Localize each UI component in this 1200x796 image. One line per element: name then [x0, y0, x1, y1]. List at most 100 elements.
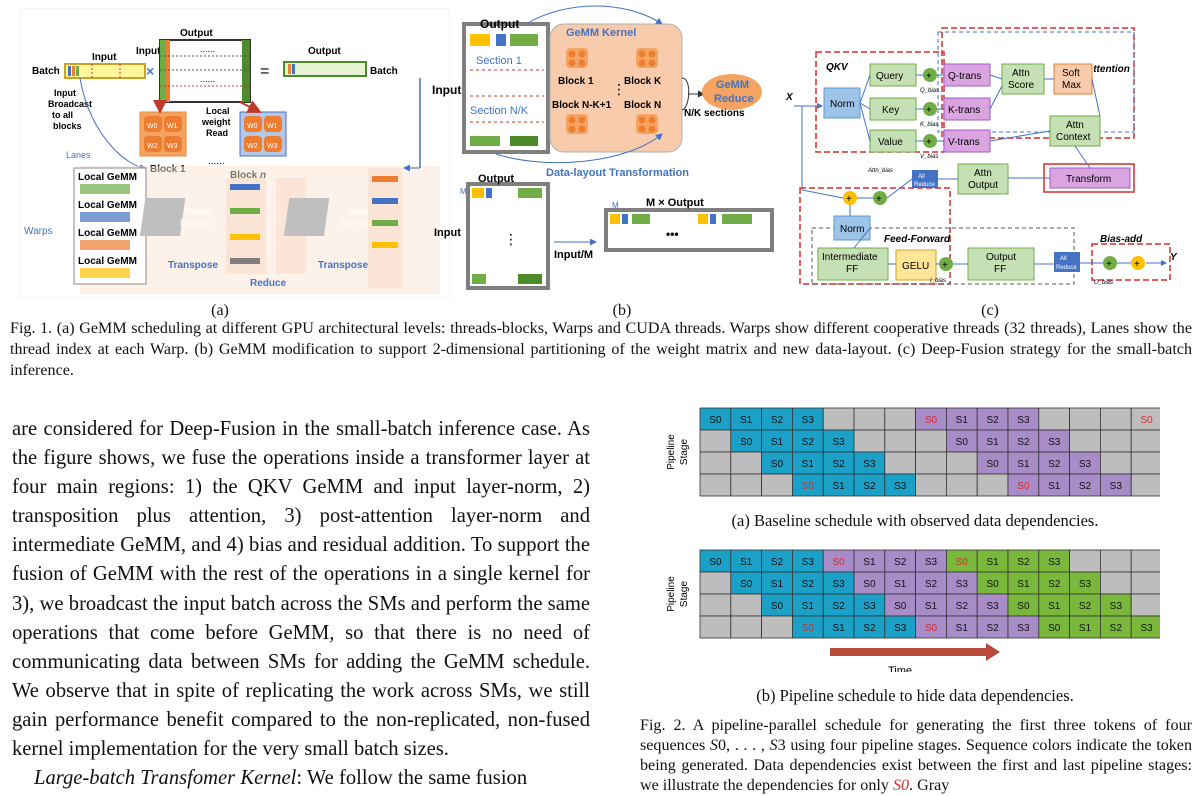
softmax-2: Max: [1062, 80, 1081, 91]
schedule-cell: [699, 429, 732, 453]
attn-context-2: Context: [1056, 132, 1091, 143]
schedule-cell: [884, 407, 917, 431]
schedule-cell-label: S1: [771, 579, 784, 590]
schedule-cell-label: S2: [1110, 623, 1123, 634]
schedule-cell-label: S0: [740, 579, 753, 590]
schedule-cell-label: S1: [802, 601, 815, 612]
schedule-cell-label: S3: [832, 579, 845, 590]
schedule-cell: [945, 451, 978, 475]
broadcast-line2: Broadcast: [48, 99, 92, 109]
schedule-cell-label: S1: [1048, 601, 1061, 612]
lwr-line1: Local: [206, 106, 230, 116]
schedule-cell: [1099, 549, 1132, 573]
weight-output-label: Output: [180, 28, 213, 39]
schedule-cell: [699, 473, 732, 497]
input-label: Input: [92, 52, 117, 63]
schedule-cell-label: S1: [1017, 579, 1030, 590]
schedule-cell-label: S0: [802, 481, 815, 492]
schedule-cell-label: S2: [894, 557, 907, 568]
schedule-cell: [1130, 571, 1160, 595]
outputff-1: Output: [986, 252, 1016, 263]
schedule-cell-label: S2: [986, 415, 999, 426]
schedule-cell-label: S0: [1017, 601, 1030, 612]
plus-v: +: [926, 137, 932, 148]
local-gemm-4: Local GeMM: [78, 256, 137, 267]
gelu: GELU: [902, 261, 929, 272]
schedule-cell-label: S3: [1140, 623, 1153, 634]
schedule-cell: [699, 615, 732, 639]
fig2-seq-first: S: [709, 737, 718, 754]
schedule-cell: [1069, 429, 1101, 453]
schedule-cell: [1038, 407, 1070, 431]
b-input: Input: [432, 83, 461, 97]
schedule-cell: [1130, 451, 1160, 475]
schedule-cell: [1099, 571, 1132, 595]
intermediate-1: Intermediate: [822, 252, 878, 263]
broadcast-line4: blocks: [53, 121, 82, 131]
b-input-2: Input: [434, 227, 461, 239]
schedule-cell: [1099, 407, 1132, 431]
schedule-cell: [1069, 549, 1101, 573]
schedule-cell: [1069, 407, 1101, 431]
schedule-cell-label: S1: [1048, 481, 1061, 492]
fig2-caption-suffix: . Gray: [909, 777, 950, 794]
schedule-cell-label: S0: [986, 459, 999, 470]
b-m-2: M: [612, 201, 619, 210]
schedule-cell-label: S1: [1017, 459, 1030, 470]
body-paragraph-2: Large-batch Transfomer Kernel: We follow…: [12, 764, 590, 793]
schedule-cell-label: S2: [802, 437, 815, 448]
fig2-seq-first-num: 0: [717, 737, 727, 754]
schedule-cell: [915, 451, 947, 475]
attn-context-1: Attn: [1066, 120, 1084, 131]
body-text: are considered for Deep-Fusion in the sm…: [12, 415, 590, 793]
schedule-cell-label: S0: [925, 623, 938, 634]
bias-add: Bias-add: [1100, 234, 1143, 245]
schedule-cell: [915, 429, 947, 453]
b-output: Output: [480, 17, 519, 31]
figure1-panel-a: Batch Input × Input Output ...... ......…: [20, 8, 450, 298]
schedule-cell-label: S1: [925, 601, 938, 612]
pipeline-label-a: Pipeline: [666, 434, 677, 470]
q-trans: Q-trans: [948, 71, 981, 82]
attn-score-1: Attn: [1012, 68, 1030, 79]
attn-output-1: Attn: [974, 168, 992, 179]
equals-sign: =: [260, 63, 269, 80]
plus-res2: +: [1134, 259, 1140, 270]
shm1-l2: Memory: [180, 218, 213, 228]
schedule-cell-label: S1: [1079, 623, 1092, 634]
schedule-cell-label: S0: [1017, 481, 1030, 492]
nk-sections: N/K sections: [684, 108, 745, 119]
warps-label: Warps: [24, 226, 53, 237]
schedule-cell-label: S0: [925, 415, 938, 426]
shm2-l1: Shared: [346, 206, 375, 216]
schedule-cell-label: S3: [863, 601, 876, 612]
schedule-cell-label: S0: [956, 437, 969, 448]
schedule-cell: [853, 407, 886, 431]
schedule-cell: [884, 451, 917, 475]
schedule-cell-label: S1: [771, 437, 784, 448]
b-block1: Block 1: [558, 76, 594, 87]
fig2-caption-mid: using four pipeline stages. Sequence col…: [640, 737, 1192, 794]
b-blocknk1: Block N-K+1: [552, 100, 612, 111]
schedule-cell-label: S2: [863, 623, 876, 634]
schedule-cell-label: S3: [1048, 557, 1061, 568]
allreduce-2b: Reduce: [1056, 265, 1077, 271]
norm-1: Norm: [830, 99, 854, 110]
fig2-seq-last-num: 3: [777, 737, 786, 754]
schedule-cell-label: S2: [863, 481, 876, 492]
q-bias: Q_bias: [920, 88, 939, 94]
schedule-cell-label: S1: [832, 623, 845, 634]
b-dots-h: •••: [666, 227, 679, 241]
weight-dots: ......: [200, 44, 215, 54]
b-blockk: Block K: [624, 76, 662, 87]
plus-q: +: [926, 71, 932, 82]
schedule-cell: [1099, 451, 1132, 475]
schedule-cell-label: S0: [771, 601, 784, 612]
time-arrow: [830, 643, 1000, 661]
schedule-cell-label: S1: [986, 437, 999, 448]
weight-dots-2: ......: [200, 74, 215, 84]
schedule-cell: [699, 451, 732, 475]
plus-attn: +: [876, 194, 882, 205]
